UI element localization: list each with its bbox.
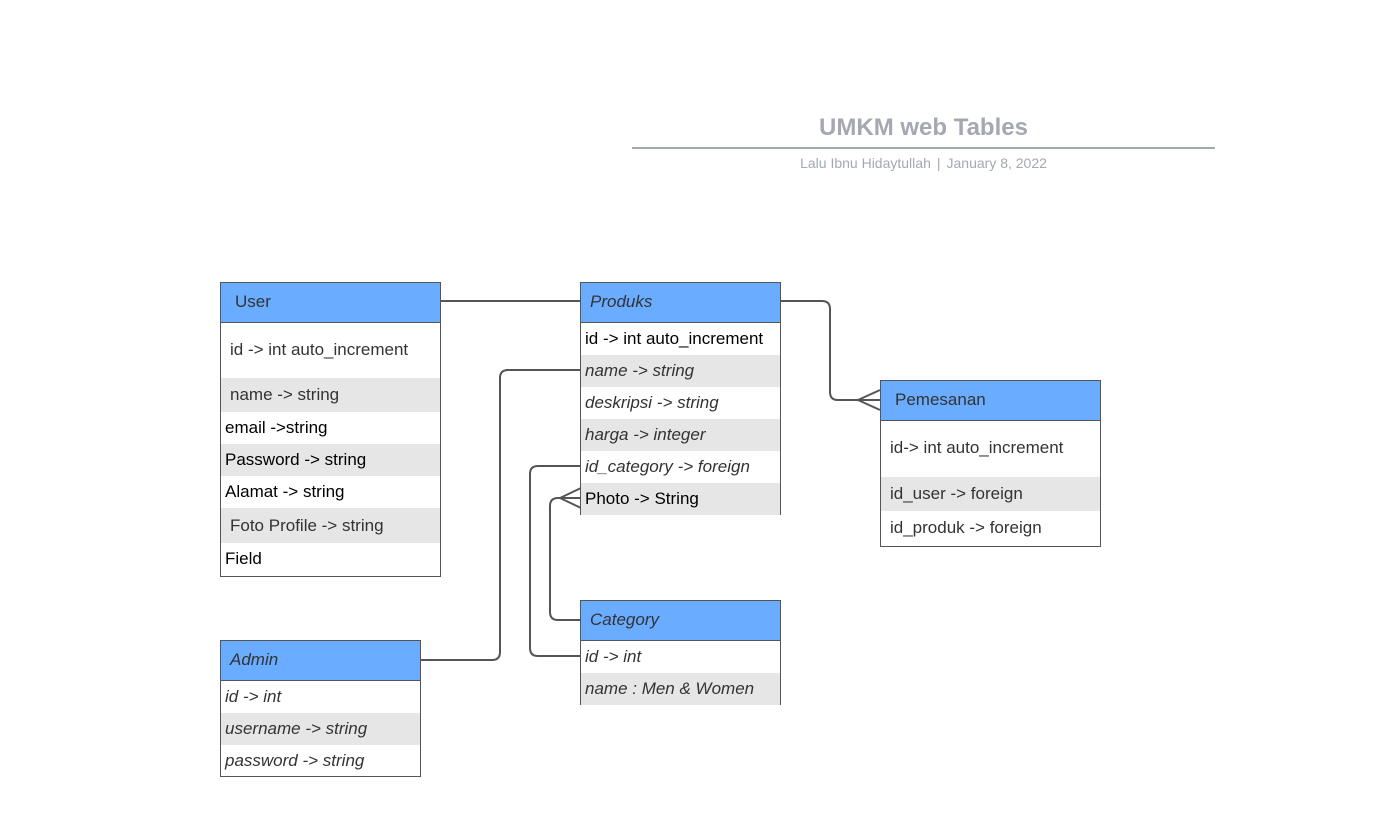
field-row: Alamat -> string xyxy=(225,482,345,501)
field-row: id -> int auto_increment xyxy=(585,329,764,348)
entity-category: Category id -> int name : Men & Women xyxy=(580,600,781,705)
field-row: Field xyxy=(225,549,262,568)
entity-header-admin: Admin xyxy=(221,641,420,681)
crowfoot-produks xyxy=(559,487,582,509)
title-divider xyxy=(632,147,1215,149)
field-row: name : Men & Women xyxy=(581,673,780,705)
diagram-title: UMKM web Tables xyxy=(819,114,1028,141)
author-name: Lalu Ibnu Hidaytullah xyxy=(800,155,931,171)
entity-header-pemesanan: Pemesanan xyxy=(881,381,1100,421)
entity-header-user: User xyxy=(221,283,440,323)
entity-header-category: Category xyxy=(581,601,780,641)
field-row: name -> string xyxy=(581,355,780,387)
connector-admin-produks xyxy=(420,369,581,661)
field-row: Photo -> String xyxy=(581,483,780,515)
entity-produks: Produks id -> int auto_increment name ->… xyxy=(580,282,781,515)
field-row: name -> string xyxy=(221,378,440,412)
diagram-subtitle: Lalu Ibnu Hidaytullah | January 8, 2022 xyxy=(632,155,1215,171)
field-row: id_produk -> foreign xyxy=(890,518,1042,537)
connector-category-photo xyxy=(549,497,581,621)
field-row: email ->string xyxy=(225,418,328,437)
entity-admin: Admin id -> int username -> string passw… xyxy=(220,640,421,777)
subtitle-separator: | xyxy=(936,155,941,171)
crowfoot-pemesanan xyxy=(857,389,881,411)
field-row: id_category -> foreign xyxy=(585,457,750,476)
entity-header-produks: Produks xyxy=(581,283,780,323)
connector-produks-pemesanan xyxy=(780,300,880,401)
field-row: id-> int auto_increment xyxy=(890,438,1064,457)
entity-pemesanan: Pemesanan id-> int auto_increment id_use… xyxy=(880,380,1101,547)
connector-category-id-category xyxy=(529,465,581,657)
field-row: id -> int xyxy=(585,647,642,666)
field-row: username -> string xyxy=(221,713,420,745)
field-row: id -> int xyxy=(225,687,282,706)
diagram-date: January 8, 2022 xyxy=(946,155,1047,171)
field-row: deskripsi -> string xyxy=(585,393,719,412)
field-row: id_user -> foreign xyxy=(881,477,1100,511)
field-row: id -> int auto_increment xyxy=(230,340,409,359)
entity-user: User id -> int auto_increment name -> st… xyxy=(220,282,441,577)
field-row: Password -> string xyxy=(221,444,440,476)
field-row: password -> string xyxy=(225,751,365,770)
field-row: Foto Profile -> string xyxy=(221,508,440,543)
field-row: harga -> integer xyxy=(581,419,780,451)
